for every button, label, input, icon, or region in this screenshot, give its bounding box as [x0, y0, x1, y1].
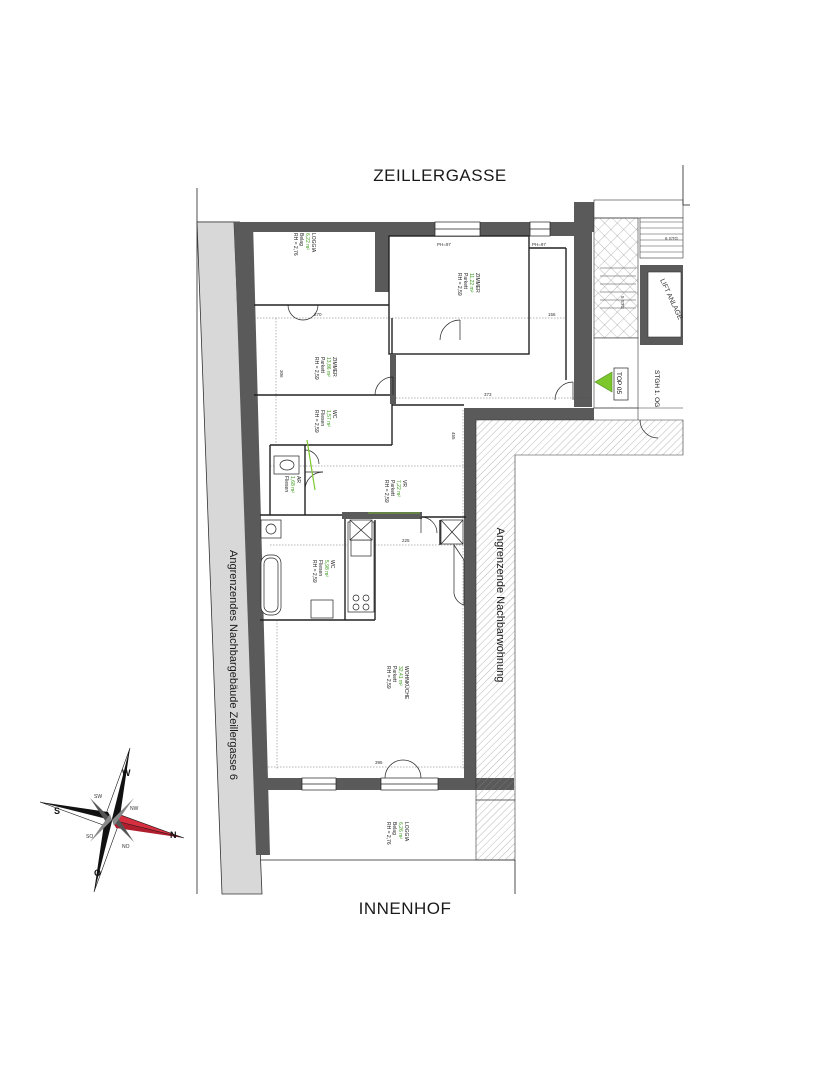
utility-line	[306, 439, 316, 491]
svg-text:RH = 2,59: RH = 2,59	[383, 480, 389, 503]
washbasin-icon	[310, 599, 334, 619]
compass-label-sw: SW	[94, 794, 102, 800]
svg-text:WC: WC	[331, 410, 337, 419]
svg-text:Fliesen: Fliesen	[283, 476, 289, 492]
steps-label-2: 5 STG	[620, 296, 625, 310]
room-label-ar: AR 1,68 m² Fliesen	[283, 476, 301, 493]
room-labels: LOGGIA 6,22 m² Belag RH = 2,76 ZIMMER 11…	[283, 233, 480, 845]
neighbor-building-label: Angrenzendes Nachbargebäude Zeillergasse…	[227, 550, 239, 780]
svg-text:Fliesen: Fliesen	[319, 410, 325, 426]
svg-text:RH = 2,76: RH = 2,76	[292, 233, 298, 256]
bathtub-icon	[260, 554, 282, 616]
steps-label: 6 STG	[665, 236, 679, 241]
unit-marker: TOP 05	[594, 367, 629, 401]
room-label-wohnkueche: WOHNKÜCHE 32,41 m² Parkett RH = 2,59	[385, 666, 410, 700]
svg-text:RH = 2,59: RH = 2,59	[456, 273, 462, 296]
inner-wall-fills	[342, 354, 422, 519]
svg-text:1,68 m²: 1,68 m²	[289, 476, 295, 493]
dim-395: 395	[375, 760, 383, 765]
compass-label-nw: NW	[130, 806, 139, 812]
ph-left: PH=97	[437, 242, 451, 247]
street-label-innenhof: INNENHOF	[359, 899, 452, 918]
neighbor-apartment-hatch: Angrenzende Nachbarwohnung	[475, 419, 684, 861]
svg-text:7,22 m²: 7,22 m²	[395, 480, 401, 497]
svg-text:1,57 m²: 1,57 m²	[325, 410, 331, 427]
svg-text:WOHNKÜCHE: WOHNKÜCHE	[403, 666, 410, 700]
stair-label: STGH 1. OG	[653, 370, 660, 407]
dim-225: 225	[402, 538, 410, 543]
dimension-lines	[254, 317, 590, 770]
svg-text:ZIMMER: ZIMMER	[474, 273, 480, 293]
compass-rose: W S N O SW NW SO NO	[39, 747, 185, 893]
room-label-loggia-top: LOGGIA 6,22 m² Belag RH = 2,76	[292, 233, 316, 256]
svg-text:6,26 m²: 6,26 m²	[397, 822, 403, 839]
neighbor-strip-left: Angrenzendes Nachbargebäude Zeillergasse…	[196, 221, 263, 895]
ph-right: PH=97	[532, 242, 546, 247]
svg-text:LOGGIA: LOGGIA	[310, 233, 316, 253]
svg-text:LOGGIA: LOGGIA	[403, 822, 409, 842]
svg-text:Fliesen: Fliesen	[317, 560, 323, 576]
compass-label-s: S	[54, 806, 60, 816]
svg-text:WC: WC	[329, 560, 335, 569]
svg-text:AR: AR	[295, 476, 301, 483]
street-label-zeillergasse: ZEILLERGASSE	[373, 166, 507, 185]
room-label-zimmer-2: ZIMMER 13,86 m² Parkett RH = 2,59	[313, 357, 337, 380]
room-label-loggia-bottom: LOGGIA 6,26 m² Belag RH = 2,76	[385, 822, 409, 845]
svg-text:RH = 2,59: RH = 2,59	[313, 410, 319, 433]
compass-label-o: O	[94, 868, 101, 878]
svg-text:RH = 2,76: RH = 2,76	[385, 822, 391, 845]
dimension-texts: 156 373 455 395 225 270 306 PH=97 PH=97	[279, 242, 556, 765]
svg-text:RH = 2,59: RH = 2,59	[385, 666, 391, 689]
svg-text:11,22 m²: 11,22 m²	[468, 273, 474, 293]
dim-373: 373	[484, 392, 492, 397]
neighbor-apartment-label: Angrenzende Nachbarwohnung	[494, 528, 506, 683]
unit-tag: TOP 05	[615, 372, 622, 395]
svg-text:VR: VR	[401, 480, 407, 487]
room-label-wc-1: WC 1,57 m² Fliesen RH = 2,59	[313, 410, 337, 433]
dim-455: 455	[451, 432, 456, 440]
exterior-walls	[234, 202, 594, 855]
compass-label-w: W	[122, 768, 131, 778]
svg-text:RH = 2,59: RH = 2,59	[311, 560, 317, 583]
room-label-vr: VR 7,22 m² Parkett RH = 2,59	[383, 480, 407, 503]
svg-text:Parkett: Parkett	[319, 357, 325, 373]
svg-text:RH = 2,59: RH = 2,59	[313, 357, 319, 380]
dim-270: 270	[314, 312, 322, 317]
svg-text:Parkett: Parkett	[462, 273, 468, 289]
svg-text:Parkett: Parkett	[389, 480, 395, 496]
svg-text:5,98 m²: 5,98 m²	[323, 560, 329, 577]
svg-text:Belag: Belag	[391, 822, 397, 835]
compass-label-n: N	[170, 830, 177, 840]
svg-text:32,41 m²: 32,41 m²	[397, 666, 403, 686]
dim-306: 306	[279, 370, 284, 378]
svg-text:Belag: Belag	[298, 233, 304, 246]
fixtures	[260, 455, 464, 619]
svg-text:Parkett: Parkett	[391, 666, 397, 682]
dim-156: 156	[548, 312, 556, 317]
compass-label-so: SO	[86, 834, 93, 840]
room-label-wc-2: WC 5,98 m² Fliesen RH = 2,59	[311, 560, 335, 583]
svg-text:ZIMMER: ZIMMER	[331, 357, 337, 377]
room-label-zimmer-1: ZIMMER 11,22 m² Parkett RH = 2,59	[456, 273, 480, 296]
doors	[287, 304, 659, 779]
svg-text:6,22 m²: 6,22 m²	[304, 233, 310, 250]
compass-label-no: NO	[122, 844, 130, 850]
windows	[301, 221, 551, 791]
svg-text:13,86 m²: 13,86 m²	[325, 357, 331, 377]
